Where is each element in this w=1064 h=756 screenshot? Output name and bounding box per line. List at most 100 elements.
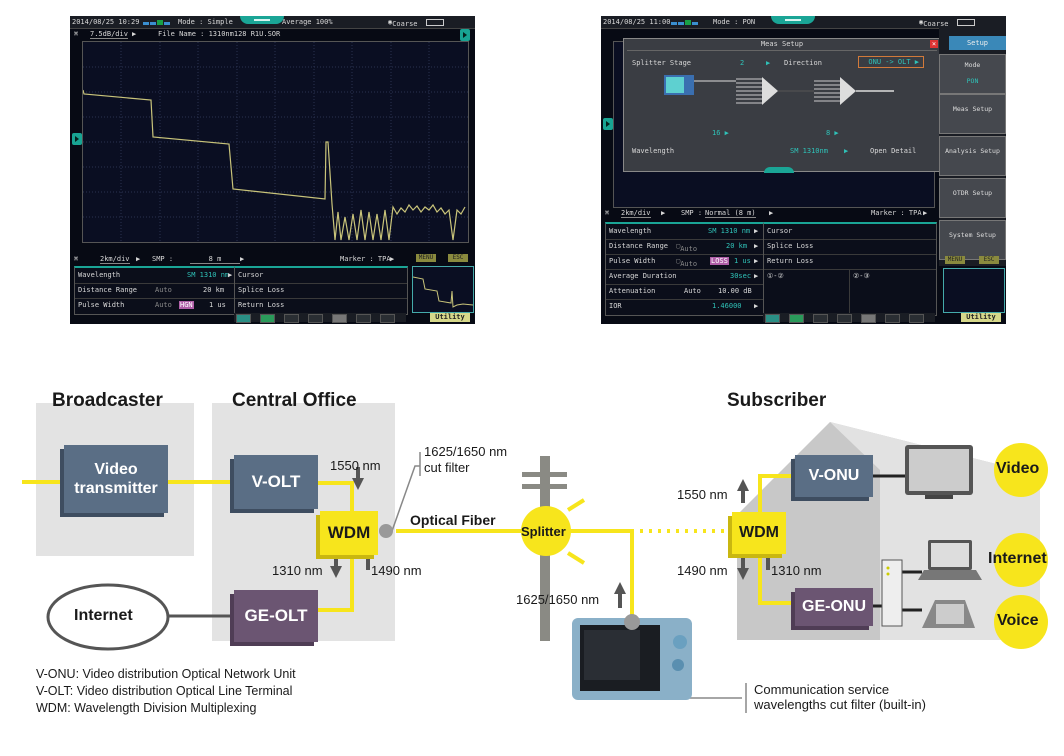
marker-select[interactable]: Marker : TPA — [871, 209, 922, 217]
wavelength-value[interactable]: SM 1310nm — [790, 147, 828, 155]
mini-trace-preview[interactable] — [943, 268, 1005, 313]
splitter-node — [521, 506, 571, 556]
arrow-icon: ▶ — [754, 272, 759, 280]
wdm-co-box: WDM — [320, 511, 378, 555]
section-1-2: ①-② — [764, 270, 850, 314]
results-table: Cursor Splice Loss Return Loss — [234, 266, 408, 315]
real-icon[interactable] — [765, 314, 780, 323]
side-item-system-setup[interactable]: System Setup — [939, 220, 1006, 260]
event-icon[interactable] — [837, 314, 852, 323]
zoom-icon[interactable]: ⌘ — [74, 30, 79, 38]
otdr-screen-pon: 2014/08/25 11:00 Mode : PON ◉Coarse Meas… — [601, 16, 1006, 324]
smp-arrow[interactable]: ▶ — [769, 209, 774, 217]
hzoom-icon[interactable]: ⌘ — [605, 209, 610, 217]
status-bar: 2014/08/25 10:29 Mode : Simple Average 1… — [70, 16, 475, 29]
real-icon[interactable] — [236, 314, 251, 323]
esc-button[interactable]: ESC — [979, 256, 999, 264]
marker-arrow[interactable]: ▶ — [390, 255, 395, 263]
splitter-graphic — [694, 77, 894, 105]
wave-icon[interactable] — [813, 314, 828, 323]
open-detail-button[interactable]: Open Detail — [870, 147, 917, 155]
datetime: 2014/08/25 11:00 — [603, 18, 671, 26]
smp-value[interactable]: 8 m — [190, 255, 240, 264]
wavelength-arrow[interactable]: ▶ — [844, 147, 849, 155]
hzoom-icon[interactable]: ⌘ — [74, 255, 79, 263]
side-item-meas-setup[interactable]: Meas Setup — [939, 94, 1006, 134]
table-icon[interactable] — [861, 314, 876, 323]
menu-button[interactable]: MENU — [945, 256, 965, 264]
horizontal-scale-arrow[interactable]: ▶ — [661, 209, 666, 217]
builtin-filter-label-2: wavelengths cut filter (built-in) — [754, 697, 926, 712]
left-panel-toggle[interactable] — [72, 133, 82, 145]
horizontal-scale-arrow[interactable]: ▶ — [136, 255, 141, 263]
pulse-badge: HGN — [179, 301, 194, 309]
side-item-analysis-setup[interactable]: Analysis Setup — [939, 136, 1006, 176]
table-icon[interactable] — [332, 314, 347, 323]
marker-arrow[interactable]: ▶ — [923, 209, 928, 217]
right-panel-toggle[interactable] — [460, 29, 470, 41]
ge-onu-box: GE-ONU — [795, 588, 873, 626]
service-video-circle — [994, 443, 1048, 497]
utility-button[interactable]: Utility — [961, 313, 1001, 322]
function-icon-bar — [234, 313, 406, 323]
v-onu-box: V-ONU — [795, 455, 873, 497]
splitter-stage-arrow[interactable]: ▶ — [766, 59, 771, 67]
avg-icon[interactable] — [789, 314, 804, 323]
coarse-label: ◉Coarse — [388, 18, 418, 28]
vertical-scale-arrow[interactable]: ▶ — [132, 30, 137, 38]
section-2-3: ②-③ — [853, 272, 870, 280]
file-name: File Name : 1310nm128 R1U.SOR — [158, 30, 281, 38]
mini-trace-preview[interactable] — [412, 266, 474, 313]
teal-tab-bottom[interactable] — [764, 167, 794, 173]
side-item-otdr-setup[interactable]: OTDR Setup — [939, 178, 1006, 218]
close-icon[interactable]: × — [930, 40, 938, 48]
split1-select[interactable]: 16 ▶ — [712, 129, 729, 137]
dialog-title: Meas Setup — [760, 40, 804, 48]
horizontal-scale[interactable]: 2km/div — [621, 209, 651, 218]
marker-select[interactable]: Marker : TPA — [340, 255, 391, 263]
otdr-device-icon — [664, 75, 694, 95]
save-icon[interactable] — [909, 314, 924, 323]
split2-select[interactable]: 8 ▶ — [826, 129, 839, 137]
smp-arrow[interactable]: ▶ — [240, 255, 245, 263]
menu-button[interactable]: MENU — [416, 254, 436, 262]
avg-icon[interactable] — [260, 314, 275, 323]
trace-line — [82, 89, 466, 241]
marker-icon[interactable] — [885, 314, 900, 323]
esc-button[interactable]: ESC — [448, 254, 468, 262]
service-voice-circle — [994, 595, 1048, 649]
splitter-label: Splitter — [521, 524, 566, 539]
menu-tab-button[interactable] — [240, 16, 284, 24]
save-icon[interactable] — [380, 314, 395, 323]
smp-value[interactable]: Normal (8 m) — [705, 209, 756, 218]
service-voice: Voice — [997, 612, 1039, 629]
splitter-stage-value[interactable]: 2 — [740, 59, 745, 67]
direction-select[interactable]: ONU -> OLT ▶ — [858, 56, 924, 68]
setup-header[interactable]: Setup — [949, 36, 1006, 50]
wave-icon[interactable] — [284, 314, 299, 323]
result-return-loss: Return Loss — [238, 301, 285, 309]
marker-icon[interactable] — [356, 314, 371, 323]
vertical-scale[interactable]: 7.5dB/div — [90, 30, 128, 39]
wl-sub-1310: 1310 nm — [771, 563, 822, 578]
horizontal-scale[interactable]: 2km/div — [100, 255, 130, 264]
menu-tab-button[interactable] — [771, 16, 815, 24]
event-icon[interactable] — [308, 314, 323, 323]
utility-button[interactable]: Utility — [430, 313, 470, 322]
left-panel-toggle[interactable] — [603, 118, 613, 130]
direction-label: Direction — [784, 59, 822, 67]
wl-co-1490: 1490 nm — [371, 563, 422, 578]
